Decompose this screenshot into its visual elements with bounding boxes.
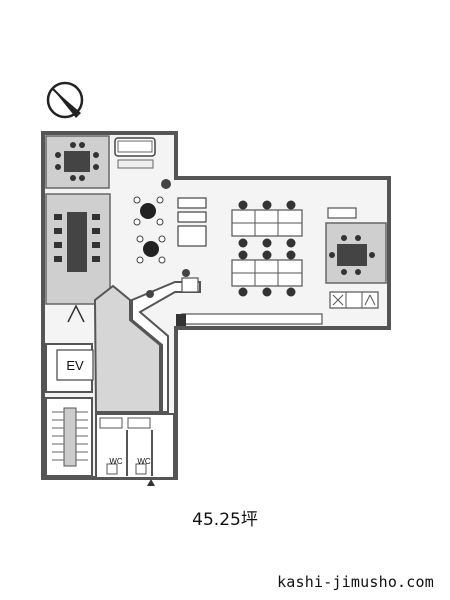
- lounge-bench: [177, 197, 207, 247]
- elevator-label: EV: [66, 358, 84, 373]
- side-counter: [327, 207, 357, 219]
- restroom-label-2: WC: [137, 457, 151, 466]
- meeting-room-right: [325, 222, 387, 284]
- reception-corridor: [93, 269, 201, 413]
- pantry-counter: [176, 313, 323, 326]
- elevator-core: [45, 343, 94, 393]
- north-arrow-icon: [46, 81, 84, 119]
- restroom-label-1: WC: [109, 457, 123, 466]
- workstation-chairs: [238, 200, 296, 297]
- lounge-sofa: [114, 137, 156, 169]
- floor-area-label: 45.25坪: [192, 510, 258, 530]
- outer-walls: [41, 131, 391, 480]
- entrance-arrow-icon: [147, 479, 155, 486]
- meeting-room-small: [45, 135, 110, 189]
- meeting-room-large: [45, 193, 111, 323]
- workstation-desks: [231, 209, 303, 287]
- stairs: [45, 397, 93, 477]
- restroom-block: [95, 413, 175, 479]
- lounge-round-tables: [133, 179, 171, 264]
- storage-unit: [329, 291, 379, 309]
- website-label: kashi-jimusho.com: [277, 573, 434, 591]
